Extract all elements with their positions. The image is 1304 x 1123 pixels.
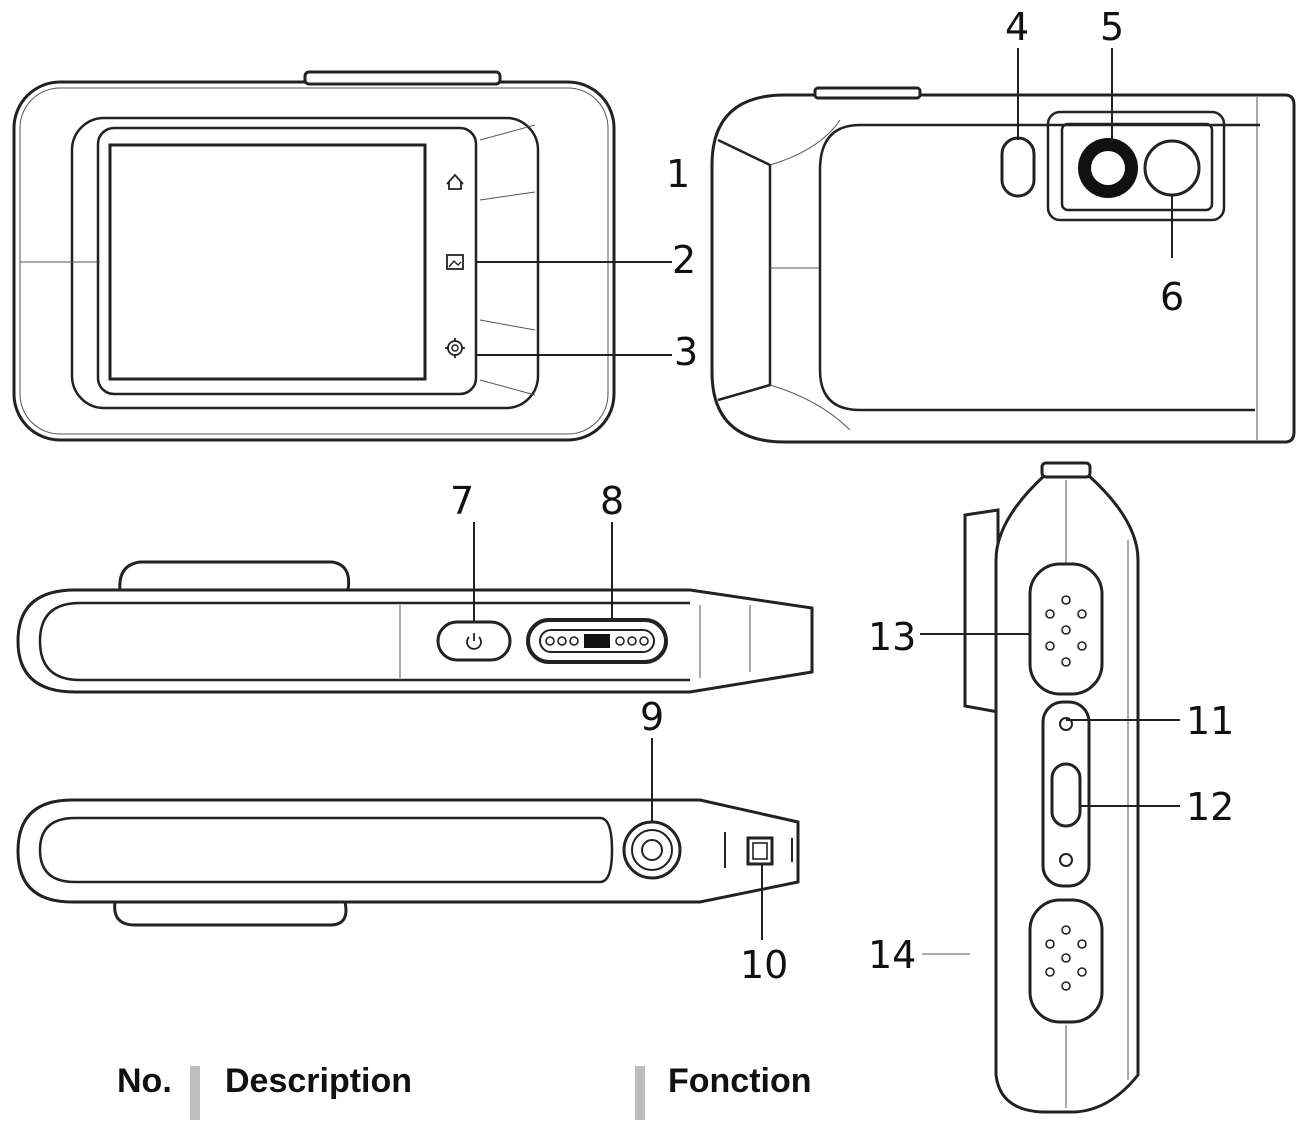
speaker-grille-top — [1028, 562, 1104, 696]
usb-port — [1050, 762, 1082, 828]
right-side-view: 13 11 12 14 — [868, 461, 1234, 1114]
table-header-no: No. — [117, 1062, 172, 1100]
table-header-separator — [190, 1066, 200, 1120]
callout-3: 3 — [674, 330, 698, 374]
table-header-fonction: Fonction — [668, 1062, 812, 1100]
callout-2: 2 — [672, 238, 696, 282]
callout-6: 6 — [1160, 275, 1184, 319]
home-icon — [446, 173, 464, 190]
callout-13: 13 — [868, 615, 916, 659]
callout-4: 4 — [1005, 5, 1029, 49]
flashlight — [1000, 136, 1036, 198]
speaker-grille-bottom — [1028, 898, 1104, 1024]
lanyard-slot — [746, 836, 774, 866]
callout-7: 7 — [450, 479, 474, 523]
top-side-view: 7 8 — [16, 479, 814, 694]
front-view: 1 2 3 — [12, 70, 698, 442]
gear-icon — [445, 338, 465, 358]
callout-11: 11 — [1186, 699, 1234, 743]
screen — [108, 143, 427, 381]
visual-camera — [1143, 139, 1201, 197]
callout-14: 14 — [868, 933, 916, 977]
image-icon — [446, 254, 464, 270]
callout-5: 5 — [1100, 5, 1124, 49]
back-view: 4 5 6 — [710, 5, 1296, 444]
callout-12: 12 — [1186, 785, 1234, 829]
bottom-side-view: 9 10 — [16, 695, 800, 987]
callout-1: 1 — [666, 152, 690, 196]
table-header-separator — [635, 1066, 645, 1120]
callout-9: 9 — [640, 695, 664, 739]
callout-10: 10 — [740, 943, 788, 987]
power-icon — [466, 633, 482, 650]
table-header-description: Description — [225, 1062, 413, 1100]
callout-8: 8 — [600, 479, 624, 523]
